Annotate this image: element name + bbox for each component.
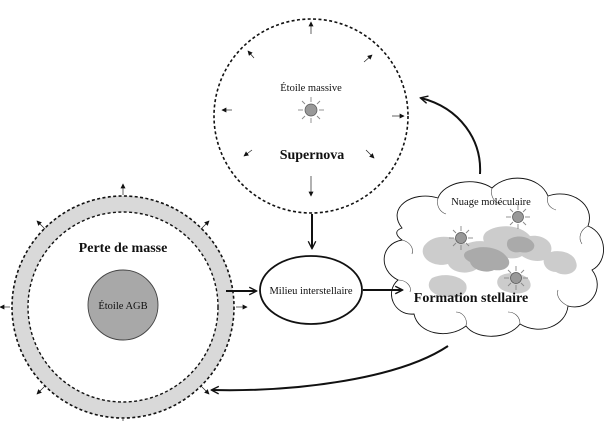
ism-group: Milieu interstellaire [259,255,363,325]
supernova-title: Supernova [280,148,345,163]
agb-star-label: Étoile AGB [98,300,147,312]
agb-title: Perte de masse [79,241,168,256]
cloud-inner-contours [397,187,589,327]
agb-group: Perte de masse Étoile AGB [0,183,248,426]
agb-shell-outer-edge [11,195,235,419]
supernova-ejecta-arrows [221,21,405,197]
supernova-shell [213,18,409,214]
ism-ellipse [259,255,363,325]
agb-star-icon [87,269,159,341]
arrow-formation-to-agb [212,345,449,390]
protostar-icon [449,226,473,250]
star-formation-label: Formation stellaire [414,291,528,306]
cycle-arrows [212,98,482,390]
ism-label: Milieu interstellaire [269,286,352,297]
cloud-title: Nuage moléculaire [451,197,531,208]
massive-star-icon [298,97,324,123]
cloud-dark-filaments [464,236,535,272]
protostar-icon [506,205,530,229]
molecular-cloud-group: Nuage moléculaire Formation stellaire [383,177,604,337]
protostar-icon [504,266,528,290]
massive-star-label: Étoile massive [280,82,342,94]
agb-shell-inner-edge [27,211,219,403]
arrow-formation-to-supernova [421,98,482,175]
supernova-group: Étoile massive Supernova [213,18,409,214]
